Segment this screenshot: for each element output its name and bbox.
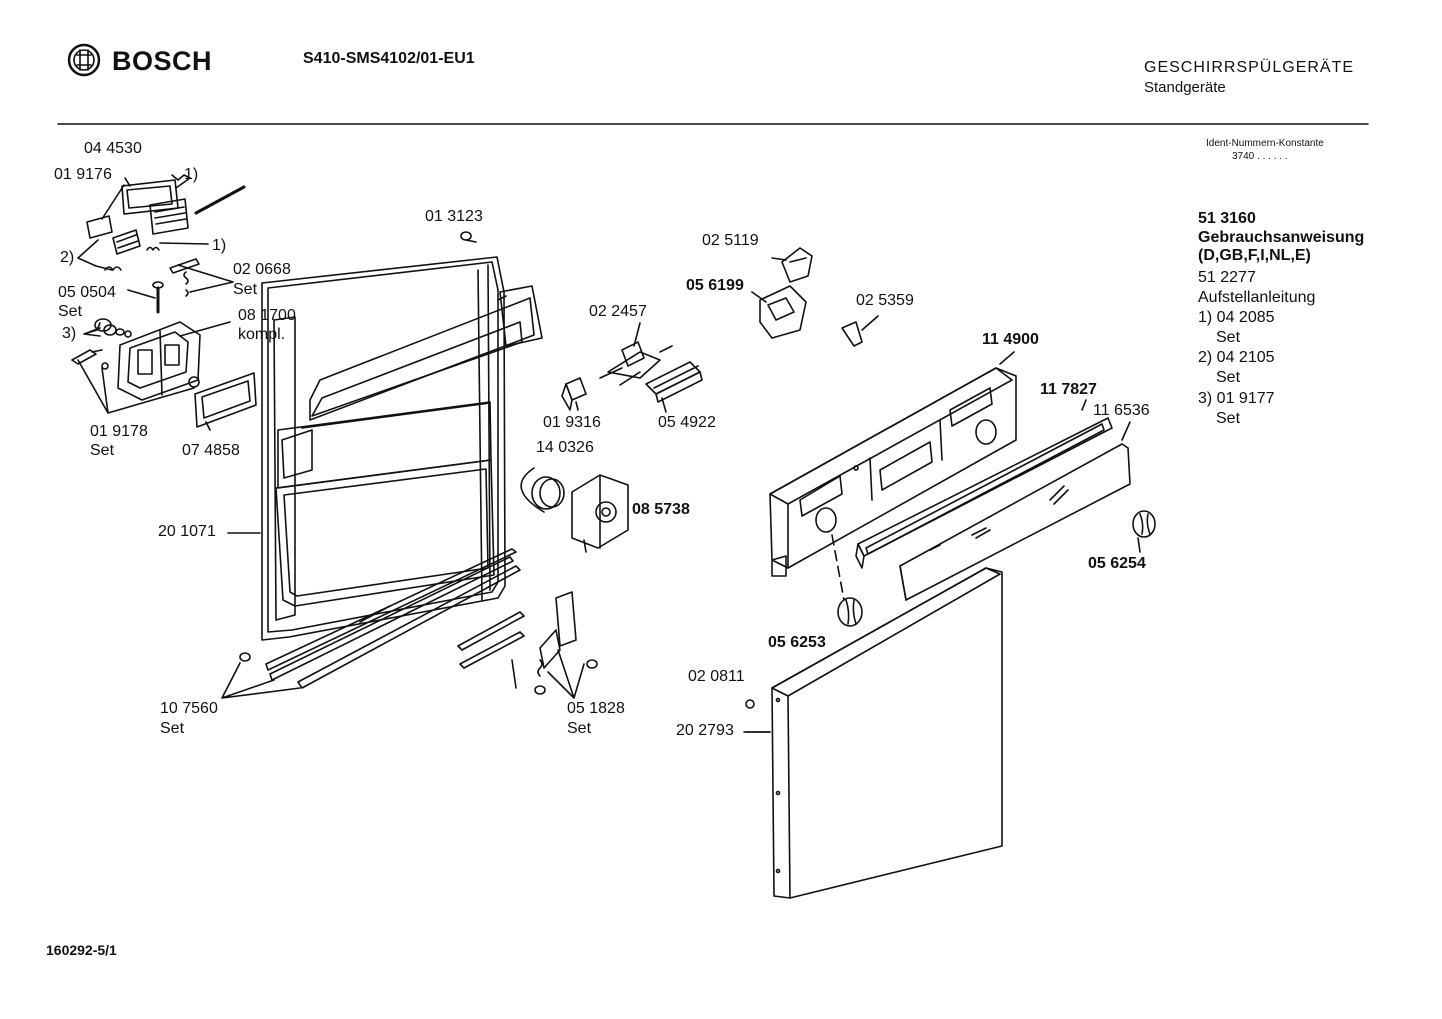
- part-label: 07 4858: [182, 442, 240, 459]
- note-line: (D,GB,F,I,NL,E): [1198, 247, 1311, 264]
- note-line: Set: [1216, 329, 1241, 346]
- part-label: 08 5738: [632, 501, 690, 518]
- note-line: Set: [1216, 410, 1241, 427]
- part-label: 01 9178: [90, 423, 148, 440]
- part-label: 1): [184, 166, 199, 183]
- part-label: Set: [160, 720, 185, 737]
- part-label: Set: [233, 281, 258, 298]
- part-label: 11 6536: [1093, 402, 1150, 419]
- inner-door-frame: [261, 256, 543, 641]
- part-label: 2): [60, 249, 75, 266]
- part-label: 08 1700: [238, 307, 296, 324]
- part-label: 14 0326: [536, 439, 594, 456]
- part-label: 04 4530: [84, 140, 142, 157]
- part-label: 11 4900: [982, 331, 1039, 348]
- note-line: 3) 01 9177: [1198, 390, 1275, 407]
- part-label: 20 1071: [158, 523, 216, 540]
- bosch-logo-icon: [67, 43, 101, 77]
- note-line: Set: [1216, 369, 1241, 386]
- note-line: Gebrauchsanweisung: [1198, 229, 1365, 246]
- ident-label: Ident-Nummern-Konstante: [1206, 138, 1324, 149]
- screw-part: [460, 231, 477, 243]
- note-line: 51 2277: [1198, 269, 1256, 286]
- control-panel: [769, 351, 1156, 627]
- note-line: 2) 04 2105: [1198, 349, 1275, 366]
- latch-parts: [457, 322, 703, 699]
- outer-door-panel: [745, 527, 1003, 899]
- ident-value: 3740 . . . . . .: [1232, 151, 1288, 162]
- dispenser-parts: [71, 174, 257, 431]
- part-label: 3): [62, 325, 77, 342]
- part-label: 05 4922: [658, 414, 716, 431]
- part-label: 02 2457: [589, 303, 647, 320]
- part-label: 02 5359: [856, 292, 914, 309]
- part-label: 11 7827: [1040, 381, 1097, 398]
- note-line: 1) 04 2085: [1198, 309, 1275, 326]
- part-label: 02 0668: [233, 261, 291, 278]
- part-label: 10 7560: [160, 700, 218, 717]
- part-label: 05 6199: [686, 277, 744, 294]
- part-label: 20 2793: [676, 722, 734, 739]
- part-label: 05 6253: [768, 634, 826, 651]
- note-line: 51 3160: [1198, 210, 1256, 227]
- page-subtitle: Standgeräte: [1144, 79, 1226, 96]
- part-label: 01 9176: [54, 166, 112, 183]
- part-label: Set: [90, 442, 115, 459]
- note-line: Aufstellanleitung: [1198, 289, 1316, 306]
- brand-name: BOSCH: [112, 46, 213, 76]
- part-label: 05 0504: [58, 284, 116, 301]
- part-label: 05 6254: [1088, 555, 1146, 572]
- part-label: 02 0811: [688, 668, 745, 685]
- top-right-clips: [751, 247, 879, 347]
- part-label: 1): [212, 237, 227, 254]
- part-label: Set: [567, 720, 592, 737]
- part-label: Set: [58, 303, 83, 320]
- part-label: 01 3123: [425, 208, 483, 225]
- part-label: 01 9316: [543, 414, 601, 431]
- part-label: 05 1828: [567, 700, 625, 717]
- part-label: 02 5119: [702, 232, 759, 249]
- bottom-rails: [221, 548, 521, 699]
- model-number: S410-SMS4102/01-EU1: [303, 50, 475, 67]
- document-code: 160292-5/1: [46, 942, 117, 958]
- part-label: kompl.: [238, 326, 286, 343]
- page-title: GESCHIRRSPÜLGERÄTE: [1144, 59, 1355, 76]
